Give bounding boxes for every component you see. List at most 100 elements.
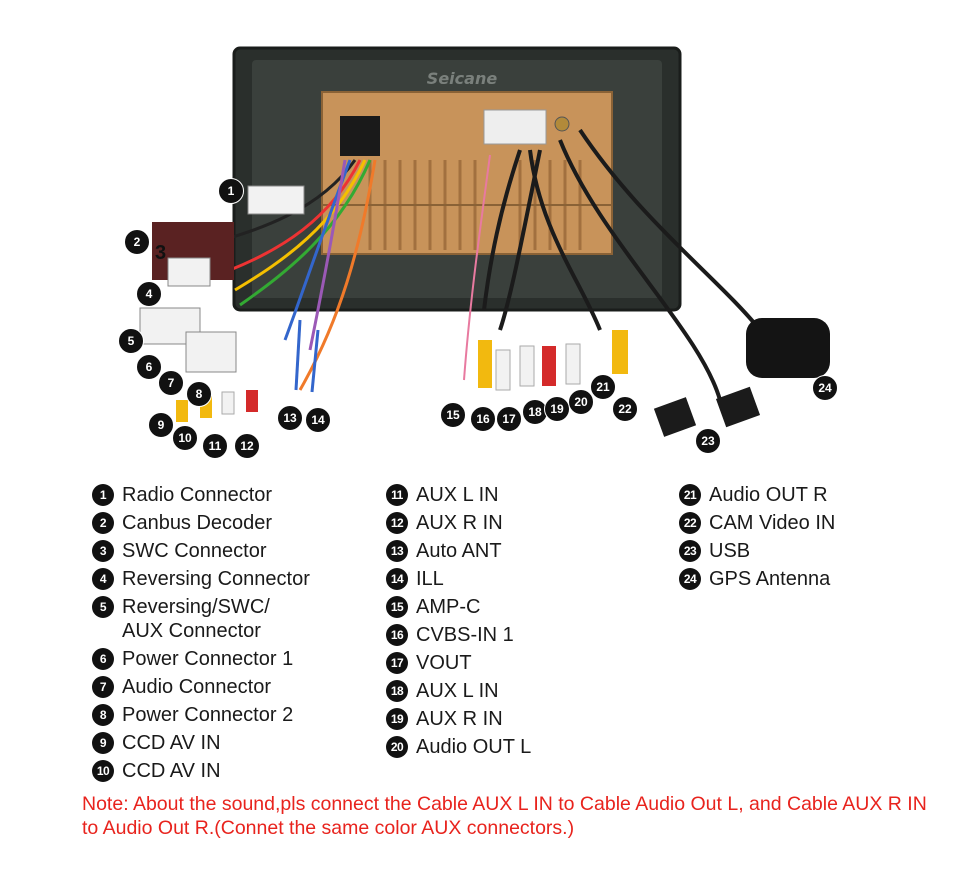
legend-label: GPS Antenna: [709, 568, 831, 590]
legend-item: 16 CVBS-IN 1: [386, 623, 531, 647]
legend-label: AMP-C: [416, 596, 481, 618]
callout-16: 16: [470, 406, 496, 432]
callout-14: 14: [305, 407, 331, 433]
number-badge: 13: [386, 540, 408, 562]
legend-label: Audio OUT L: [416, 736, 532, 758]
legend-item: 11 AUX L IN: [386, 483, 531, 507]
legend-item: 14 ILL: [386, 567, 531, 591]
callout-1: 1: [218, 178, 244, 204]
callout-5: 5: [118, 328, 144, 354]
number-badge: 22: [679, 512, 701, 534]
legend-label: AUX L IN: [416, 680, 499, 702]
legend-item: 18 AUX L IN: [386, 679, 531, 703]
callout-15: 15: [440, 402, 466, 428]
legend-label: Audio Connector: [122, 676, 271, 698]
callout-18: 18: [522, 399, 548, 425]
number-badge: 18: [386, 680, 408, 702]
connection-note: Note: About the sound,pls connect the Ca…: [82, 793, 927, 839]
legend-label: CAM Video IN: [709, 512, 836, 534]
number-badge: 1: [92, 484, 114, 506]
legend-label: Audio OUT R: [709, 484, 828, 506]
callout-22: 22: [612, 396, 638, 422]
legend-item: 6 Power Connector 1: [92, 647, 310, 671]
number-badge: 4: [92, 568, 114, 590]
legend-label: AUX R IN: [416, 512, 503, 534]
callout-23: 23: [695, 428, 721, 454]
legend-item: 24 GPS Antenna: [679, 567, 835, 591]
legend-label: SWC Connector: [122, 540, 267, 562]
gps-antenna-shape: [746, 318, 830, 378]
callout-6: 6: [136, 354, 162, 380]
legend-item: 15 AMP-C: [386, 595, 531, 619]
number-badge: 21: [679, 484, 701, 506]
legend-item: 17 VOUT: [386, 651, 531, 675]
number-badge: 11: [386, 484, 408, 506]
callout-3: 3: [155, 242, 167, 264]
number-badge: 19: [386, 708, 408, 730]
product-photo: Seicane: [139, 46, 830, 437]
legend-label: Auto ANT: [416, 540, 502, 562]
callout-13: 13: [277, 405, 303, 431]
legend-label: Canbus Decoder: [122, 512, 273, 534]
callout-24: 24: [812, 375, 838, 401]
legend-item: 20 Audio OUT L: [386, 735, 531, 759]
legend-item: 19 AUX R IN: [386, 707, 531, 731]
legend-label: CCD AV IN: [122, 732, 221, 754]
number-badge: 15: [386, 596, 408, 618]
legend-item: 7 Audio Connector: [92, 675, 310, 699]
callout-2: 2: [124, 229, 150, 255]
legend-label: Reversing/SWC/ AUX Connector: [122, 596, 270, 642]
number-badge: 8: [92, 704, 114, 726]
legend-item: 13 Auto ANT: [386, 539, 531, 563]
legend-label: ILL: [416, 568, 444, 590]
number-badge: 2: [92, 512, 114, 534]
number-badge: 10: [92, 760, 114, 782]
legend-item: 5 Reversing/SWC/ AUX Connector: [92, 595, 310, 643]
number-badge: 3: [92, 540, 114, 562]
legend-item: 10 CCD AV IN: [92, 759, 310, 783]
number-badge: 16: [386, 624, 408, 646]
legend-label: CVBS-IN 1: [416, 624, 514, 646]
number-badge: 17: [386, 652, 408, 674]
legend-label: VOUT: [416, 652, 472, 674]
legend-column-3: 21 Audio OUT R 22 CAM Video IN 23 USB 24 GPS…: [679, 483, 835, 595]
legend-item: 12 AUX R IN: [386, 511, 531, 535]
legend-item: 3 SWC Connector: [92, 539, 310, 563]
number-badge: 23: [679, 540, 701, 562]
number-badge: 14: [386, 568, 408, 590]
legend-label: Reversing Connector: [122, 568, 310, 590]
legend-label: AUX L IN: [416, 484, 499, 506]
number-badge: 24: [679, 568, 701, 590]
number-badge: 6: [92, 648, 114, 670]
legend-label: Power Connector 2: [122, 704, 294, 726]
legend-item: 8 Power Connector 2: [92, 703, 310, 727]
callout-10: 10: [172, 425, 198, 451]
callout-21: 21: [590, 374, 616, 400]
legend-item: 1 Radio Connector: [92, 483, 310, 507]
callout-9: 9: [148, 412, 174, 438]
legend-item: 21 Audio OUT R: [679, 483, 835, 507]
legend-label: Power Connector 1: [122, 648, 294, 670]
callout-11: 11: [202, 433, 228, 459]
callout-17: 17: [496, 406, 522, 432]
callout-4: 4: [136, 281, 162, 307]
number-badge: 20: [386, 736, 408, 758]
legend-column-1: 1 Radio Connector 2 Canbus Decoder 3 SWC Co…: [92, 483, 310, 787]
legend-label: AUX R IN: [416, 708, 503, 730]
brand-logo: Seicane: [427, 69, 498, 88]
callout-7: 7: [158, 370, 184, 396]
legend-label: USB: [709, 540, 751, 562]
legend-item: 23 USB: [679, 539, 835, 563]
callout-19: 19: [544, 396, 570, 422]
legend-label: CCD AV IN: [122, 760, 221, 782]
legend-item: 22 CAM Video IN: [679, 511, 835, 535]
callout-20: 20: [568, 389, 594, 415]
number-badge: 7: [92, 676, 114, 698]
legend-label: Radio Connector: [122, 484, 273, 506]
legend-item: 2 Canbus Decoder: [92, 511, 310, 535]
callout-8: 8: [186, 381, 212, 407]
number-badge: 5: [92, 596, 114, 618]
number-badge: 12: [386, 512, 408, 534]
